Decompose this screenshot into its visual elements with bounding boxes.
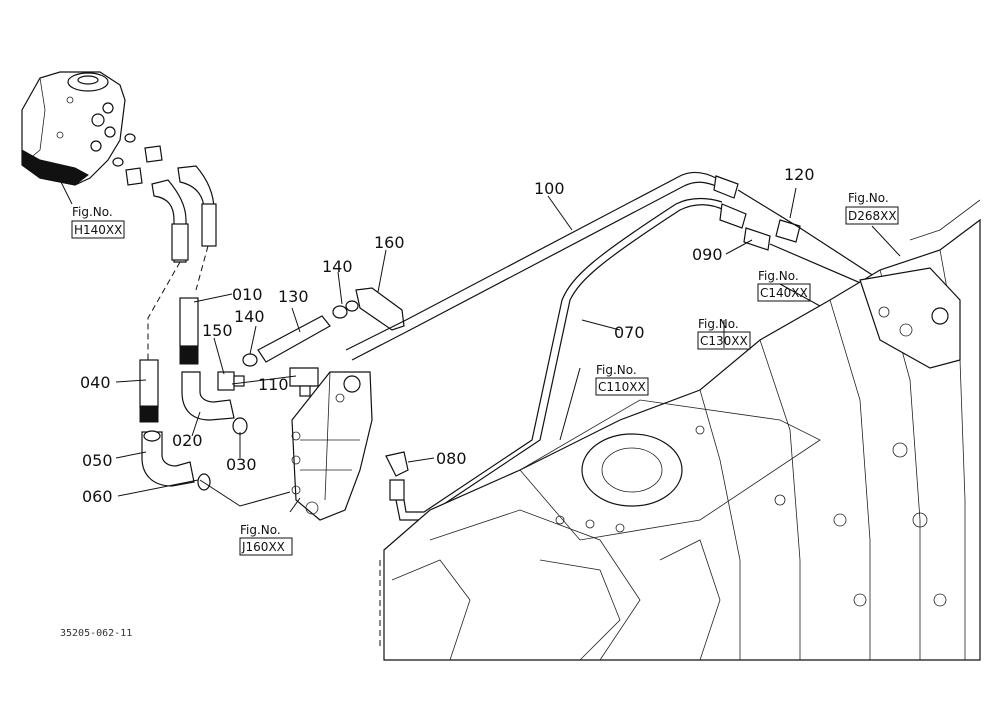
part-030-label[interactable]: 030 <box>226 455 257 474</box>
part-020-label[interactable]: 020 <box>172 431 203 450</box>
part-100-label[interactable]: 100 <box>534 179 565 198</box>
fitting-090 <box>719 203 771 251</box>
pipe-070 <box>395 197 725 521</box>
part-150-label[interactable]: 150 <box>202 321 233 340</box>
hose-040 <box>139 359 159 423</box>
fitting-150 <box>217 371 245 391</box>
fig-ref-label: Fig.No. <box>758 269 799 283</box>
fig-ref-c110[interactable]: Fig.No. C110XX <box>595 363 649 396</box>
fig-ref-code: D268XX <box>848 209 897 223</box>
steering-hoses <box>147 165 217 360</box>
steering-unit <box>21 71 126 186</box>
transmission-case <box>379 199 981 661</box>
fig-ref-code: C110XX <box>598 380 646 394</box>
fig-ref-c130[interactable]: Fig.No. C130XX <box>697 317 751 350</box>
fig-ref-code: C140XX <box>760 286 808 300</box>
fig-ref-j160[interactable]: Fig.No. J160XX <box>239 523 293 556</box>
fitting-160 <box>355 287 405 331</box>
drawing-number: 35205-062-11 <box>60 628 132 639</box>
fig-ref-code: J160XX <box>241 540 285 554</box>
hose-130 <box>257 315 331 363</box>
fig-ref-label: Fig.No. <box>848 191 889 205</box>
fig-ref-label: Fig.No. <box>72 205 113 219</box>
fitting-080 <box>385 451 409 501</box>
pipe-upper-run <box>737 189 881 281</box>
part-140-upper-label[interactable]: 140 <box>322 257 353 276</box>
part-040-label[interactable]: 040 <box>80 373 111 392</box>
part-160-label[interactable]: 160 <box>374 233 405 252</box>
pipe-100 <box>345 171 717 361</box>
leader-lines <box>59 179 901 513</box>
hose-010 <box>179 297 199 365</box>
fig-ref-c140[interactable]: Fig.No. C140XX <box>757 269 811 302</box>
washers-140 <box>242 300 359 367</box>
part-110-label[interactable]: 110 <box>258 375 289 394</box>
fig-ref-code: H140XX <box>74 223 122 237</box>
part-120-label[interactable]: 120 <box>784 165 815 184</box>
part-060-label[interactable]: 060 <box>82 487 113 506</box>
control-valve <box>291 371 373 521</box>
elbow-050 <box>141 430 211 491</box>
elbow-020 <box>181 371 248 435</box>
fig-ref-label: Fig.No. <box>596 363 637 377</box>
part-090-label[interactable]: 090 <box>692 245 723 264</box>
part-130-label[interactable]: 130 <box>278 287 309 306</box>
part-050-label[interactable]: 050 <box>82 451 113 470</box>
steering-fittings <box>112 133 163 186</box>
part-080-label[interactable]: 080 <box>436 449 467 468</box>
part-010-label[interactable]: 010 <box>232 285 263 304</box>
part-070-label[interactable]: 070 <box>614 323 645 342</box>
tee-110 <box>289 367 319 397</box>
part-140-lower-label[interactable]: 140 <box>234 307 265 326</box>
fig-ref-code: C130XX <box>700 334 748 348</box>
fig-ref-d268[interactable]: Fig.No. D268XX <box>845 191 899 225</box>
fig-ref-h140[interactable]: Fig.No. H140XX <box>71 205 125 239</box>
fig-ref-label: Fig.No. <box>698 317 739 331</box>
fig-ref-label: Fig.No. <box>240 523 281 537</box>
